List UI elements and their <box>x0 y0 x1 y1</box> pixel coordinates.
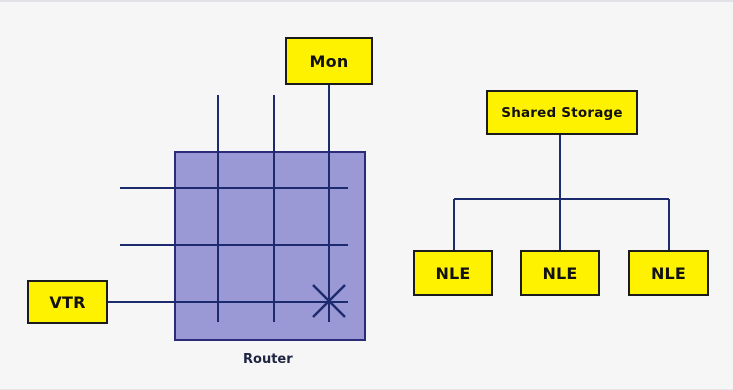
router-caption: Router <box>243 352 293 367</box>
vtr-box: VTR <box>27 280 108 324</box>
nle-box-1: NLE <box>413 250 493 296</box>
nle-box-3: NLE <box>628 250 709 296</box>
active-crosspoint-marker <box>312 284 346 318</box>
nle-label: NLE <box>542 263 578 283</box>
nle-label: NLE <box>435 263 471 283</box>
nle-box-2: NLE <box>520 250 600 296</box>
mon-label: Mon <box>309 51 349 71</box>
mon-box: Mon <box>285 37 373 85</box>
shared-storage-label: Shared Storage <box>501 104 623 121</box>
vtr-label: VTR <box>49 292 86 312</box>
nle-label: NLE <box>650 263 687 283</box>
shared-storage-box: Shared Storage <box>486 90 638 135</box>
